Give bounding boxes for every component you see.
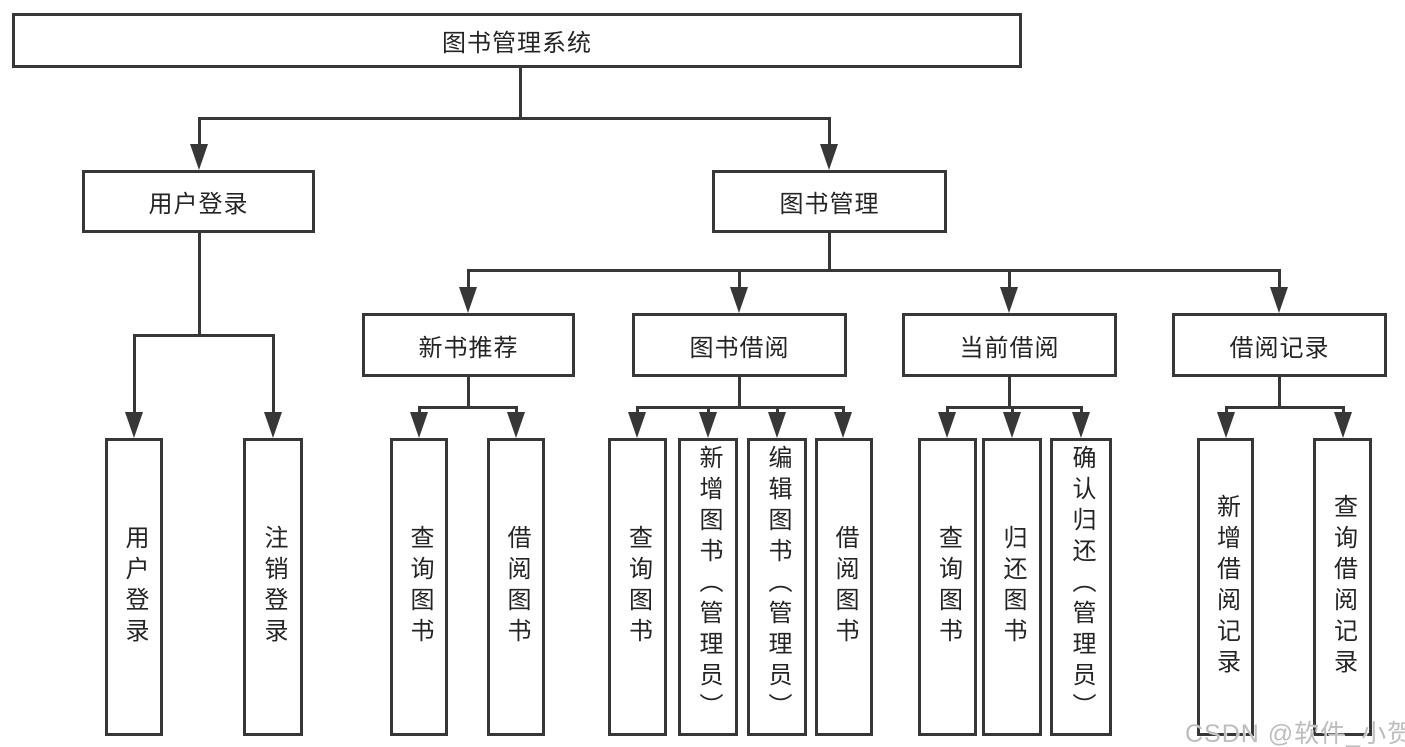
arrowhead-down bbox=[699, 412, 717, 438]
arrowhead-down bbox=[1003, 412, 1021, 438]
node-new-book-recommend: 新书推荐 bbox=[362, 313, 575, 377]
connector-hline bbox=[417, 406, 517, 409]
node-borrowing-records: 借阅记录 bbox=[1172, 313, 1387, 377]
arrowhead-down bbox=[834, 412, 852, 438]
arrowhead-down bbox=[1334, 412, 1352, 438]
connector-vline bbox=[1079, 406, 1083, 416]
leaf-user-login: 用户登录 bbox=[105, 438, 163, 736]
leaf-label: 归还图书 bbox=[999, 525, 1026, 649]
node-label: 新书推荐 bbox=[418, 334, 519, 362]
connector-vline bbox=[1007, 377, 1011, 409]
connector-vline bbox=[514, 406, 518, 416]
leaf-edit-book-admin: 编辑图书（管理员） bbox=[747, 438, 807, 736]
leaf-current-query-book: 查询图书 bbox=[918, 438, 977, 736]
connector-vline bbox=[466, 269, 470, 291]
leaf-logout: 注销登录 bbox=[243, 438, 303, 736]
leaf-label: 新增图书（管理员） bbox=[695, 445, 722, 724]
leaf-confirm-return-admin: 确认归还（管理员） bbox=[1050, 438, 1112, 736]
leaf-label: 用户登录 bbox=[121, 525, 148, 649]
node-label: 用户登录 bbox=[148, 191, 249, 218]
connector-vline bbox=[518, 68, 522, 119]
arrowhead-down bbox=[410, 412, 428, 438]
arrowhead-down bbox=[820, 144, 838, 170]
connector-hline bbox=[132, 334, 275, 337]
arrowhead-down bbox=[264, 412, 282, 438]
node-library-management-system: 图书管理系统 bbox=[12, 13, 1022, 68]
node-label: 借阅记录 bbox=[1229, 334, 1330, 362]
connector-vline bbox=[417, 406, 421, 416]
leaf-label: 查询图书 bbox=[934, 525, 962, 649]
connector-vline bbox=[827, 117, 831, 147]
connector-vline bbox=[1277, 377, 1281, 409]
connector-vline bbox=[1224, 406, 1228, 416]
connector-vline bbox=[197, 117, 201, 147]
leaf-label: 借阅图书 bbox=[503, 525, 530, 649]
node-book-management: 图书管理 bbox=[712, 170, 947, 233]
arrowhead-down bbox=[190, 144, 208, 170]
connector-vline bbox=[1341, 406, 1345, 416]
node-current-borrowing: 当前借阅 bbox=[902, 313, 1117, 377]
leaf-borrowing-query-book: 查询图书 bbox=[608, 438, 667, 736]
leaf-add-book-admin: 新增图书（管理员） bbox=[678, 438, 738, 736]
arrowhead-down bbox=[507, 412, 525, 438]
connector-vline bbox=[841, 406, 845, 416]
connector-vline bbox=[1277, 269, 1281, 291]
leaf-query-borrow-record: 查询借阅记录 bbox=[1313, 438, 1372, 736]
leaf-label: 编辑图书（管理员） bbox=[764, 445, 791, 724]
leaf-label: 新增借阅记录 bbox=[1212, 494, 1240, 680]
leaf-label: 查询图书 bbox=[624, 525, 652, 649]
arrowhead-down bbox=[1270, 287, 1288, 313]
connector-vline bbox=[635, 406, 639, 416]
node-label: 当前借阅 bbox=[959, 334, 1060, 362]
leaf-label: 查询借阅记录 bbox=[1329, 494, 1357, 680]
leaf-label: 查询图书 bbox=[406, 525, 433, 649]
connector-vline bbox=[827, 232, 831, 272]
leaf-add-borrow-record: 新增借阅记录 bbox=[1197, 438, 1254, 736]
node-label: 图书管理 bbox=[779, 191, 880, 218]
connector-vline bbox=[1010, 406, 1014, 416]
leaf-return-book: 归还图书 bbox=[982, 438, 1042, 736]
node-book-borrowing: 图书借阅 bbox=[632, 313, 847, 377]
arrowhead-down bbox=[628, 412, 646, 438]
arrowhead-down bbox=[1072, 412, 1090, 438]
leaf-recommend-borrow-book: 借阅图书 bbox=[487, 438, 545, 736]
arrowhead-down bbox=[938, 412, 956, 438]
leaf-recommend-query-book: 查询图书 bbox=[390, 438, 448, 736]
connector-hline bbox=[1224, 406, 1345, 409]
connector-vline bbox=[197, 232, 201, 336]
leaf-label: 注销登录 bbox=[260, 525, 287, 649]
connector-vline bbox=[775, 406, 779, 416]
connector-vline bbox=[1007, 269, 1011, 291]
leaf-borrowing-borrow-book: 借阅图书 bbox=[815, 438, 873, 736]
arrowhead-down bbox=[768, 412, 786, 438]
arrowhead-down bbox=[1000, 287, 1018, 313]
connector-vline bbox=[132, 334, 136, 416]
connector-hline bbox=[466, 269, 1281, 272]
leaf-label: 借阅图书 bbox=[831, 525, 858, 649]
leaf-label: 确认归还（管理员） bbox=[1068, 445, 1095, 724]
arrowhead-down bbox=[730, 287, 748, 313]
connector-vline bbox=[706, 406, 710, 416]
arrowhead-down bbox=[125, 412, 143, 438]
node-user-login: 用户登录 bbox=[82, 170, 315, 233]
connector-vline bbox=[945, 406, 949, 416]
connector-hline bbox=[197, 117, 831, 120]
connector-vline bbox=[738, 377, 741, 409]
arrowhead-down bbox=[459, 287, 477, 313]
connector-vline bbox=[737, 269, 741, 291]
node-label: 图书借阅 bbox=[689, 334, 790, 362]
arrowhead-down bbox=[1217, 412, 1235, 438]
connector-vline bbox=[466, 377, 470, 409]
csdn-watermark: CSDN @软件_小贺同学 bbox=[1185, 720, 1405, 747]
node-label: 图书管理系统 bbox=[442, 30, 592, 57]
connector-hline bbox=[945, 406, 1083, 409]
connector-hline bbox=[635, 406, 844, 409]
connector-vline bbox=[271, 334, 275, 416]
